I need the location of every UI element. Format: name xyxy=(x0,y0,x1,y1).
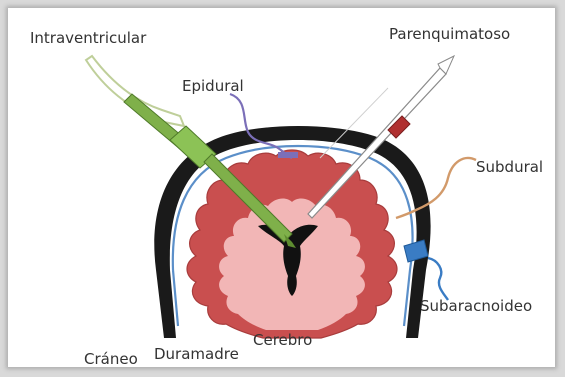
label-parenquimatoso: Parenquimatoso xyxy=(389,25,510,43)
diagram-panel: Intraventricular Epidural Parenquimatoso… xyxy=(8,8,555,367)
label-epidural: Epidural xyxy=(182,77,244,95)
label-duramadre: Duramadre xyxy=(154,345,239,363)
label-intraventricular: Intraventricular xyxy=(30,29,147,47)
brain-cross-section-diagram: Intraventricular Epidural Parenquimatoso… xyxy=(8,8,555,367)
label-subdural: Subdural xyxy=(476,158,543,176)
label-subaracnoideo: Subaracnoideo xyxy=(420,297,532,315)
label-cerebro: Cerebro xyxy=(253,331,312,349)
label-craneo: Cráneo xyxy=(84,350,138,367)
